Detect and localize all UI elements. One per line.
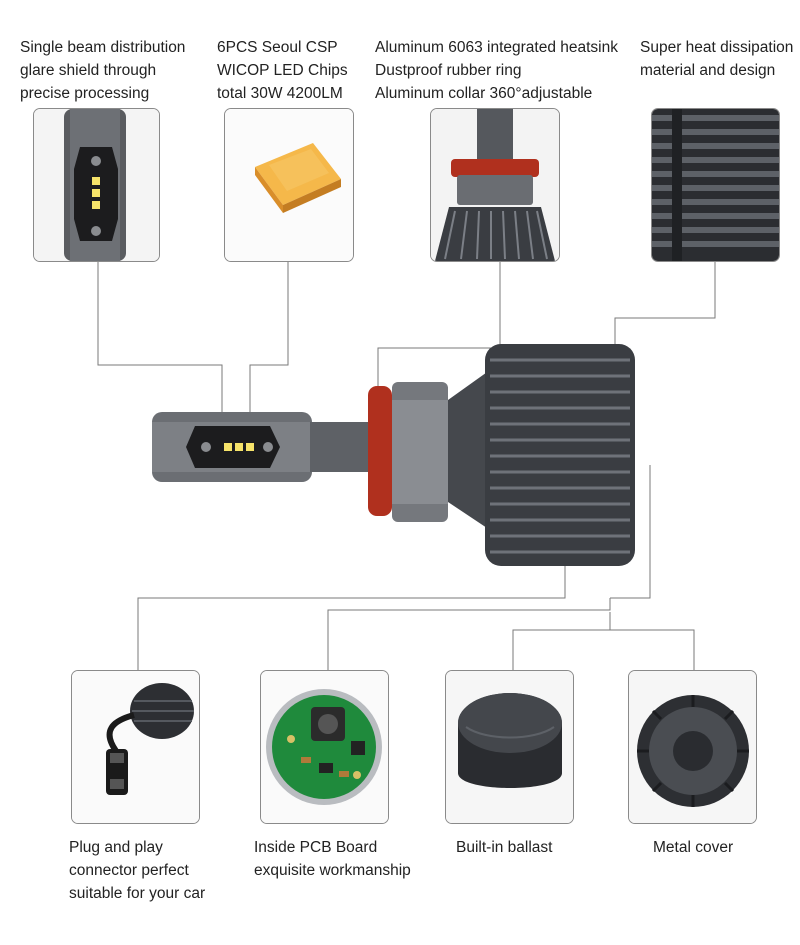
feature-caption-metal-cover: Metal cover [653,839,734,856]
feature-caption-heat-dissipation: Super heat dissipation material and desi… [640,39,794,79]
led-chip-image [224,108,354,262]
feature-caption-plug-play: Plug and play connector perfect suitable… [69,839,206,902]
heat-dissipation-fins-image [651,108,780,262]
heatsink-collar-image [430,108,560,262]
led-headlight-bulb-image [140,330,650,580]
pcb-board-image [260,670,389,824]
plug-connector-image [71,670,200,824]
metal-cover-image [628,670,757,824]
glare-shield-image [33,108,160,262]
ballast-image [445,670,574,824]
feature-caption-glare-shield: Single beam distribution glare shield th… [20,39,186,102]
feature-caption-ballast: Built-in ballast [456,839,553,856]
feature-caption-pcb-board: Inside PCB Board exquisite workmanship [254,839,411,879]
feature-caption-heatsink: Aluminum 6063 integrated heatsink Dustpr… [375,39,618,102]
feature-caption-led-chips: 6PCS Seoul CSP WICOP LED Chips total 30W… [217,39,348,102]
